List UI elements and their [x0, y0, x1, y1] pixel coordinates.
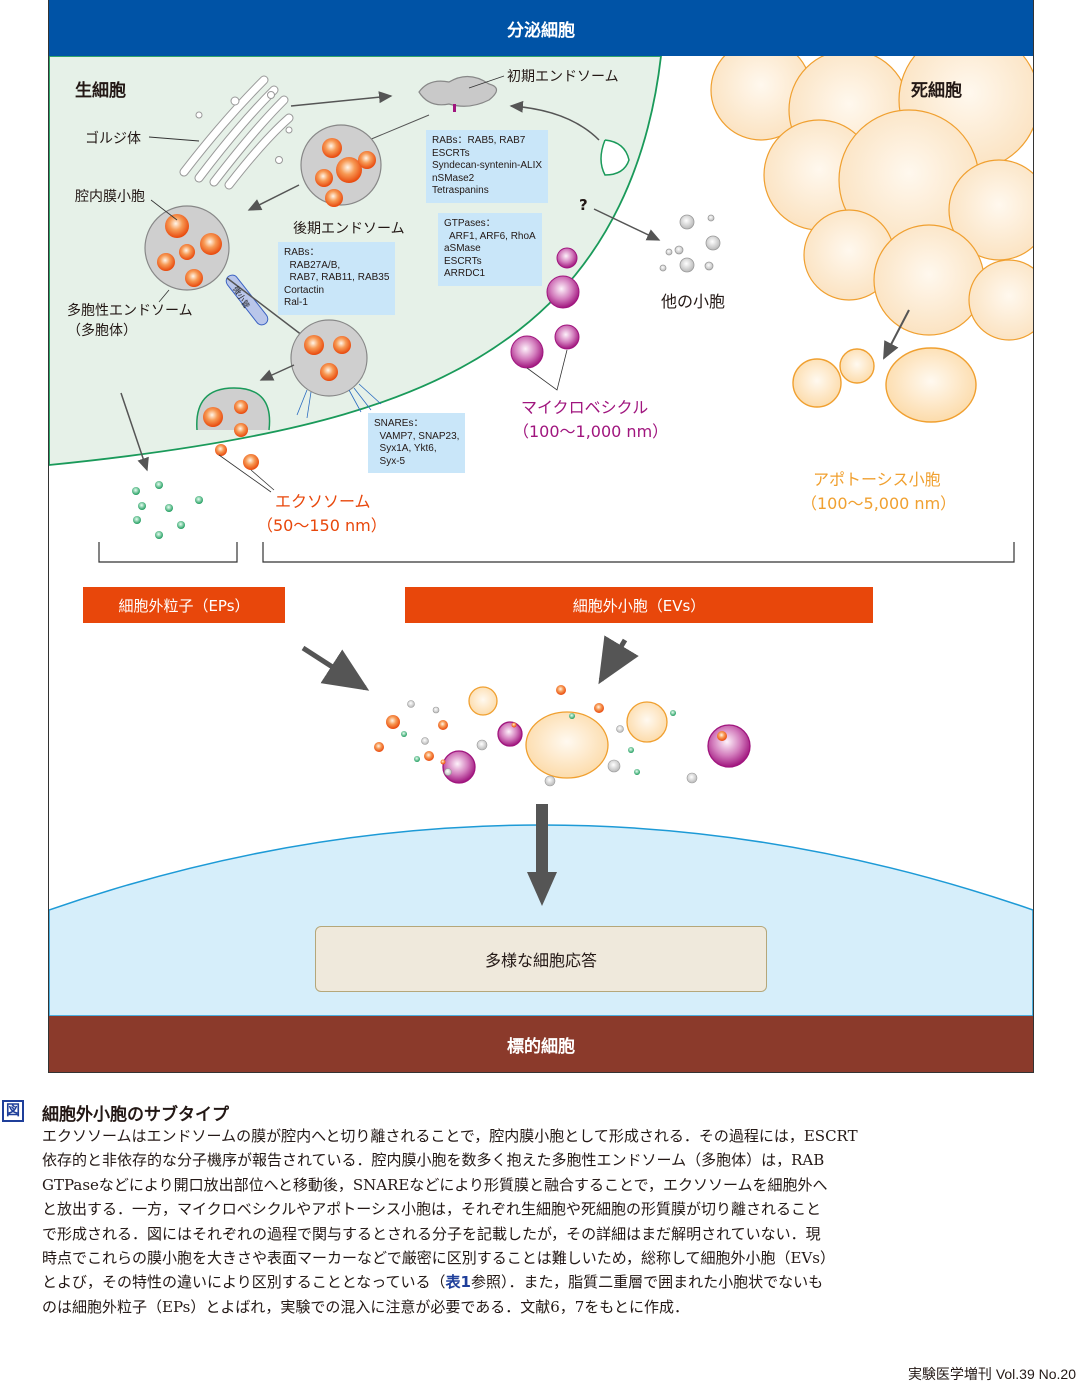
apoptotic-bodies	[792, 347, 977, 423]
mvb-label-sub: （多胞体）	[67, 323, 137, 339]
cortical-actin	[296, 383, 382, 419]
info-box-microvesicle: GTPases： ARF1, ARF6, RhoA aSMase ESCRTs …	[438, 213, 542, 286]
exosome-label: エクソソーム	[275, 492, 371, 511]
mvb-ilvs	[157, 214, 222, 287]
mixed-vesicle-pool	[374, 685, 751, 787]
ev-bracket	[262, 542, 1015, 563]
target-cell-band: 標的細胞	[49, 1016, 1033, 1072]
info-box-snare: SNAREs： VAMP7, SNAP23, Syx1A, Ykt6, Syx-…	[368, 413, 466, 473]
dead-cell-label: 死細胞	[911, 81, 962, 101]
live-cell-label: 生細胞	[75, 81, 126, 101]
microvesicle-size: （100〜1,000 nm）	[513, 422, 669, 441]
late-endosome-label: 後期エンドソーム	[293, 221, 405, 237]
golgi-apparatus	[179, 75, 294, 190]
caption-text: 参照）．また，脂質二重層で囲まれた小胞状でないも	[470, 1273, 824, 1292]
extracellular-particles	[132, 481, 203, 539]
diagram-canvas	[49, 29, 1033, 1017]
mvb-label: 多胞性エンドソーム	[67, 303, 193, 319]
down-arrow-shaft	[536, 804, 548, 874]
caption-line: 依存的と非依存的な分子機序が報告されている．腔内膜小胞を数多く抱えた多胞性エンド…	[42, 1151, 825, 1170]
caption-body: エクソソームはエンドソームの膜が腔内へと切り離されることで，腔内膜小胞として形成…	[42, 1124, 1052, 1319]
microvesicle-label: マイクロベシクル	[521, 398, 649, 417]
golgi-label: ゴルジ体	[85, 131, 141, 147]
info-box-mvb-transport: RABs： RAB27A/B, RAB7, RAB11, RAB35 Corta…	[278, 242, 396, 315]
released-exosomes	[215, 444, 259, 470]
caption-text: とよび，その特性の違いにより区別することとなっている（	[42, 1273, 446, 1292]
target-cell-region	[49, 824, 1033, 1017]
caption-line: で形成される．図にはそれぞれの過程で関与するとされる分子を記載したが，その詳細は…	[42, 1224, 821, 1243]
question-mark: ?	[579, 196, 588, 214]
ilv-label: 腔内膜小胞	[75, 189, 145, 205]
caption-line: と放出する．一方，マイクロベシクルやアポトーシス小胞は，それぞれ生細胞や死細胞の…	[42, 1200, 821, 1219]
journal-citation: 実験医学増刊 Vol.39 No.20	[907, 1366, 1076, 1382]
early-endosome	[418, 75, 498, 107]
down-arrow-head	[527, 872, 557, 906]
other-vesicles-label: 他の小胞	[661, 292, 726, 311]
other-vesicles	[659, 214, 721, 273]
info-box-exosome-biogenesis: RABs：RAB5, RAB7 ESCRTs Syndecan-syntenin…	[426, 130, 549, 203]
caption-line: のは細胞外粒子（EPs）とよばれ，実験での混入に注意が必要である．文献6，7をも…	[42, 1297, 689, 1316]
late-endosome-ilvs	[315, 138, 376, 207]
response-box: 多様な細胞応答	[315, 926, 767, 992]
ep-bar: 細胞外粒子（EPs）	[83, 587, 285, 623]
golgi-vesicles	[195, 91, 293, 164]
exosome-size: （50〜150 nm）	[257, 516, 387, 535]
early-endosome-label: 初期エンドソーム	[507, 69, 619, 85]
figure-mark: 図	[2, 1100, 24, 1122]
ev-bar: 細胞外小胞（EVs）	[405, 587, 873, 623]
ep-bracket	[98, 542, 238, 563]
caption-line: 時点でこれらの膜小胞を大きさや表面マーカーなどで厳密に区別することは難しいため，…	[42, 1249, 835, 1268]
apoptotic-label: アポトーシス小胞	[813, 470, 941, 489]
microvesicles	[510, 247, 580, 369]
caption-line: とよび，その特性の違いにより区別することとなっている（表1参照）．また，脂質二重…	[42, 1270, 1052, 1294]
caption-title: 細胞外小胞のサブタイプ	[42, 1105, 229, 1125]
secreting-cell-header: 分泌細胞	[49, 0, 1033, 56]
docked-mvb	[290, 319, 368, 397]
figure-panel: 分泌細胞 生細胞 死細胞 ゴルジ体 初期エンドソーム 後期エンドソーム 腔内膜小…	[48, 0, 1034, 1073]
table-reference-link[interactable]: 表1	[445, 1273, 471, 1292]
caption-line: エクソソームはエンドソームの膜が腔内へと切り離されることで，腔内膜小胞として形成…	[42, 1127, 858, 1145]
apoptotic-size: （100〜5,000 nm）	[801, 494, 957, 513]
dead-cell	[710, 29, 1033, 341]
caption-line: GTPaseなどにより開口放出部位へと移動後，SNAREなどにより形質膜と融合す…	[42, 1175, 828, 1194]
